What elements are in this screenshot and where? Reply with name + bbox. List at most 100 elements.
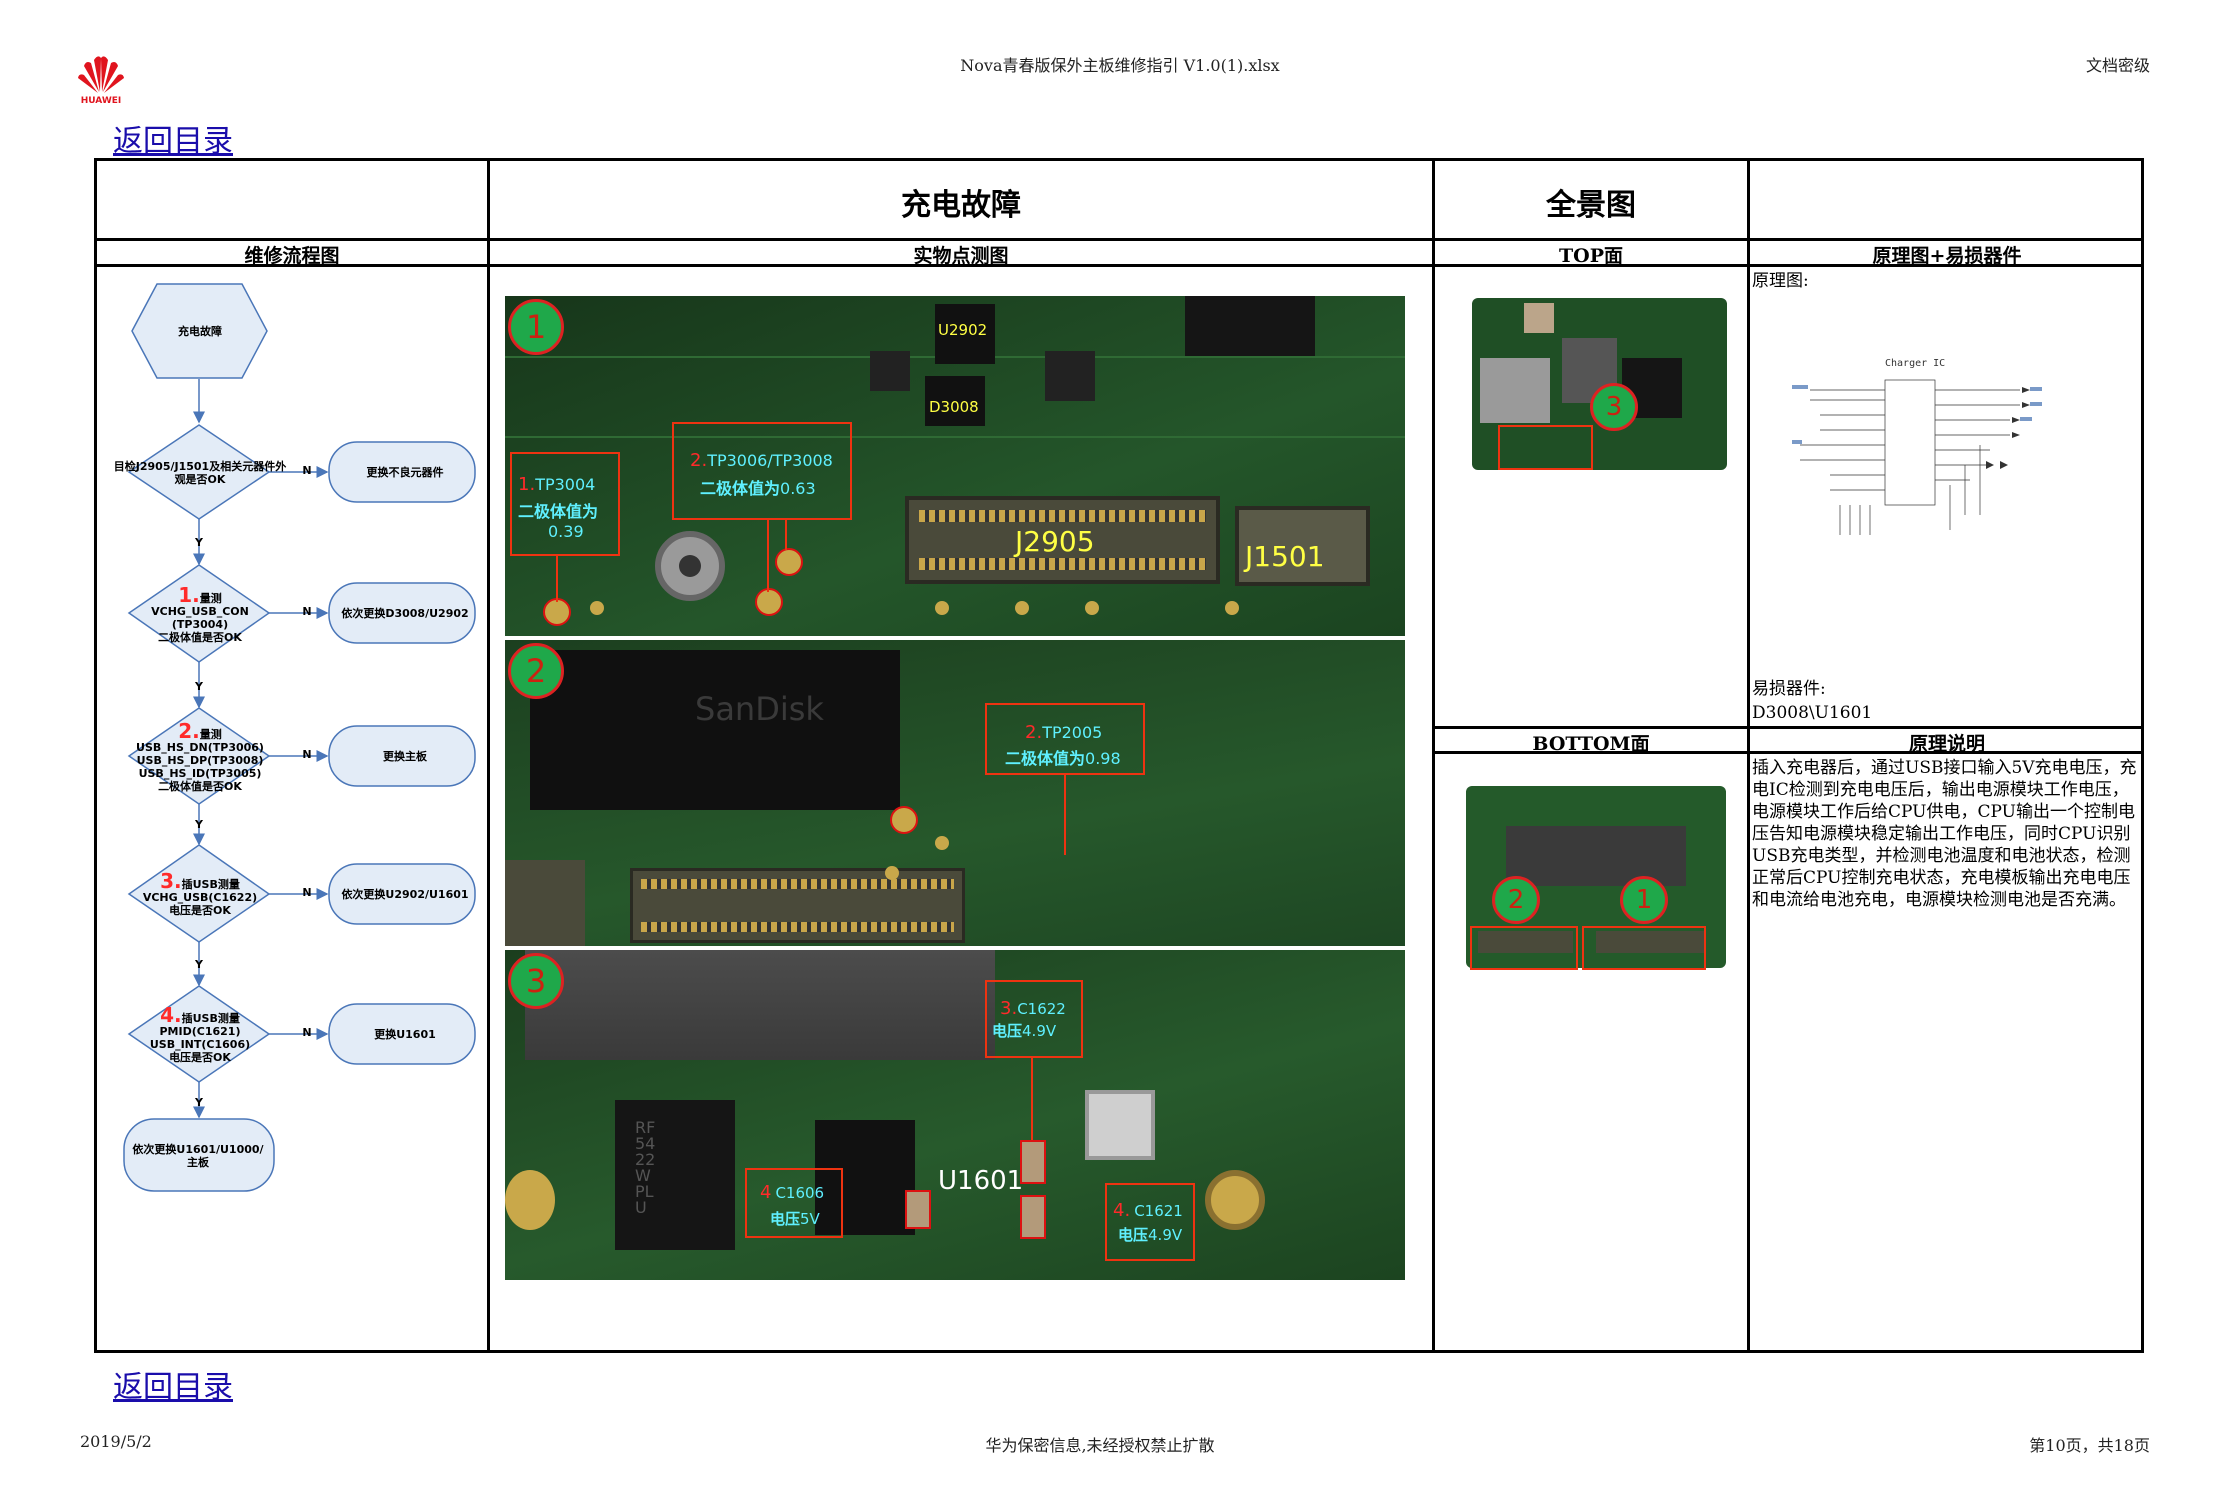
schematic-diagram: Charger IC: [1790, 355, 2120, 570]
measure-value: 0.98: [1085, 749, 1121, 768]
capacitor-c1621: [1020, 1195, 1046, 1239]
label-y: Y: [195, 1096, 203, 1109]
measure-tp2005-line2: 二极体值为0.98: [1005, 745, 1121, 769]
pointer-line: [556, 556, 558, 602]
chip-u2902: [935, 304, 995, 364]
region-box-1: [1582, 926, 1706, 970]
bottom-region-badge-1: 1: [1620, 876, 1668, 924]
label-n: N: [302, 886, 312, 899]
pointer-line: [1031, 1058, 1033, 1140]
test-pad: [935, 601, 949, 615]
back-to-toc-link-bottom[interactable]: 返回目录: [113, 1370, 233, 1405]
measure-desc: 电压: [770, 1210, 801, 1228]
col-header-flow: 维修流程图: [244, 245, 340, 267]
back-to-toc-link-top[interactable]: 返回目录: [113, 124, 233, 159]
capacitor-c1606: [905, 1190, 931, 1229]
label-n: N: [302, 605, 312, 618]
screw-hole: [655, 531, 725, 601]
chip-label-u1601: U1601: [938, 1166, 1024, 1196]
test-pad: [1225, 601, 1239, 615]
measure-box-tp2005: [985, 703, 1145, 775]
footer-page-number: 第10页，共18页: [2029, 1436, 2150, 1455]
flash-memory-chip: [530, 650, 900, 810]
measure-tp-label: TP3006/TP3008: [707, 451, 833, 470]
measure-number: 2.: [1025, 722, 1043, 743]
label-y: Y: [195, 536, 203, 549]
label-n: N: [302, 748, 312, 761]
rf-chip-label: RF5422 WPLU: [635, 1118, 656, 1217]
region-box-2: [1470, 926, 1578, 970]
board-photo-3: RF5422 WPLU: [505, 950, 1405, 1280]
measure-value: 0.63: [780, 479, 816, 498]
divider: [1432, 726, 2144, 729]
measure-c1622-line2: 电压4.9V: [992, 1020, 1056, 1041]
pointer-lines: [767, 520, 787, 592]
measure-desc: 电压: [1118, 1226, 1149, 1244]
measure-tp2005-line1: 2.TP2005: [1025, 722, 1102, 743]
measure-number: 3.: [1000, 998, 1018, 1019]
chip-small: [870, 351, 910, 391]
chip-u1601: [815, 1120, 915, 1235]
divider: [1432, 751, 2144, 754]
test-pad: [1015, 601, 1029, 615]
connector-j1501: [1235, 506, 1370, 586]
camera-module: [1524, 303, 1554, 333]
flow-step0-action: 更换不良元器件: [366, 466, 444, 479]
measure-tp-label: TP2005: [1042, 723, 1103, 742]
measure-tp3004-value: 0.39: [548, 522, 584, 541]
chip-small: [1045, 351, 1095, 401]
flow-step4-num: 4.: [160, 1003, 182, 1027]
divider: [94, 238, 2144, 241]
flow-step2-text: 量测 USB_HS_DN(TP3006) USB_HS_DP(TP3008) U…: [136, 728, 264, 793]
label-n: N: [302, 464, 312, 477]
chip-label-d3008: D3008: [929, 398, 979, 416]
col-header-principle: 原理说明: [1908, 733, 1985, 755]
flow-step3-num: 3.: [160, 869, 182, 893]
flow-step3: 3.插USB测量 VCHG_USB(C1622) 电压是否OK: [120, 862, 280, 917]
measure-desc: 二极体值为: [1005, 749, 1086, 768]
measure-tp3004-desc: 二极体值为: [518, 502, 599, 521]
divider: [94, 264, 2144, 267]
flow-start: 充电故障: [178, 325, 222, 338]
divider: [1432, 158, 1435, 1353]
connector: [1596, 931, 1706, 953]
flow-step4: 4.插USB测量 PMID(C1621) USB_INT(C1606) 电压是否…: [120, 996, 280, 1064]
measure-box-c1621: [1105, 1183, 1195, 1261]
main-table: [94, 158, 2144, 1353]
measure-number: 4: [760, 1182, 772, 1203]
photo1-number-badge: 1: [508, 299, 564, 355]
measure-tp3006-line2: 二极体值为0.63: [700, 475, 816, 499]
flow-step4-action: 更换U1601: [374, 1028, 436, 1041]
flow-step1-num: 1.: [178, 583, 200, 607]
measure-c1621-line2: 电压4.9V: [1118, 1224, 1182, 1245]
flow-step3-action: 依次更换U2902/U1601: [341, 888, 469, 901]
rf-chip: [615, 1100, 735, 1250]
schematic-label: 原理图:: [1752, 271, 1809, 291]
col-header-top: TOP面: [1559, 245, 1623, 267]
flow-step1-action: 依次更换D3008/U2902: [341, 607, 469, 620]
flow-step1: 1.量测 VCHG_USB_CON (TP3004) 二极体值是否OK: [120, 576, 280, 644]
measure-tp3006-line1: 2.TP3006/TP3008: [690, 450, 833, 471]
photo2-number-badge: 2: [508, 643, 564, 699]
test-pad: [775, 548, 803, 576]
vulnerable-parts-value: D3008\U1601: [1752, 703, 1873, 723]
test-pad: [1085, 601, 1099, 615]
board-photo-2: SanDisk: [505, 640, 1405, 946]
chip-label-j2905: J2905: [1015, 525, 1095, 558]
flow-step3-text: 插USB测量 VCHG_USB(C1622) 电压是否OK: [142, 878, 258, 917]
measure-desc: 电压: [992, 1022, 1023, 1040]
board-photo-1: [505, 296, 1405, 636]
bottom-region-badge-2: 2: [1492, 876, 1540, 924]
measure-c1622-line1: 3.C1622: [1000, 998, 1066, 1019]
col-header-bottom: BOTTOM面: [1532, 733, 1650, 755]
measure-number: 2.: [690, 450, 708, 471]
measure-c-label: C1621: [1134, 1202, 1183, 1220]
schematic-drawing: [1792, 379, 2042, 535]
chip-small: [1185, 296, 1315, 356]
label-y: Y: [195, 680, 203, 693]
sim-tray: [1480, 358, 1550, 423]
measure-c-label: C1622: [1017, 1000, 1066, 1018]
measure-c-label: C1606: [775, 1184, 825, 1202]
flow-step4-text: 插USB测量 PMID(C1621) USB_INT(C1606) 电压是否OK: [149, 1012, 251, 1064]
